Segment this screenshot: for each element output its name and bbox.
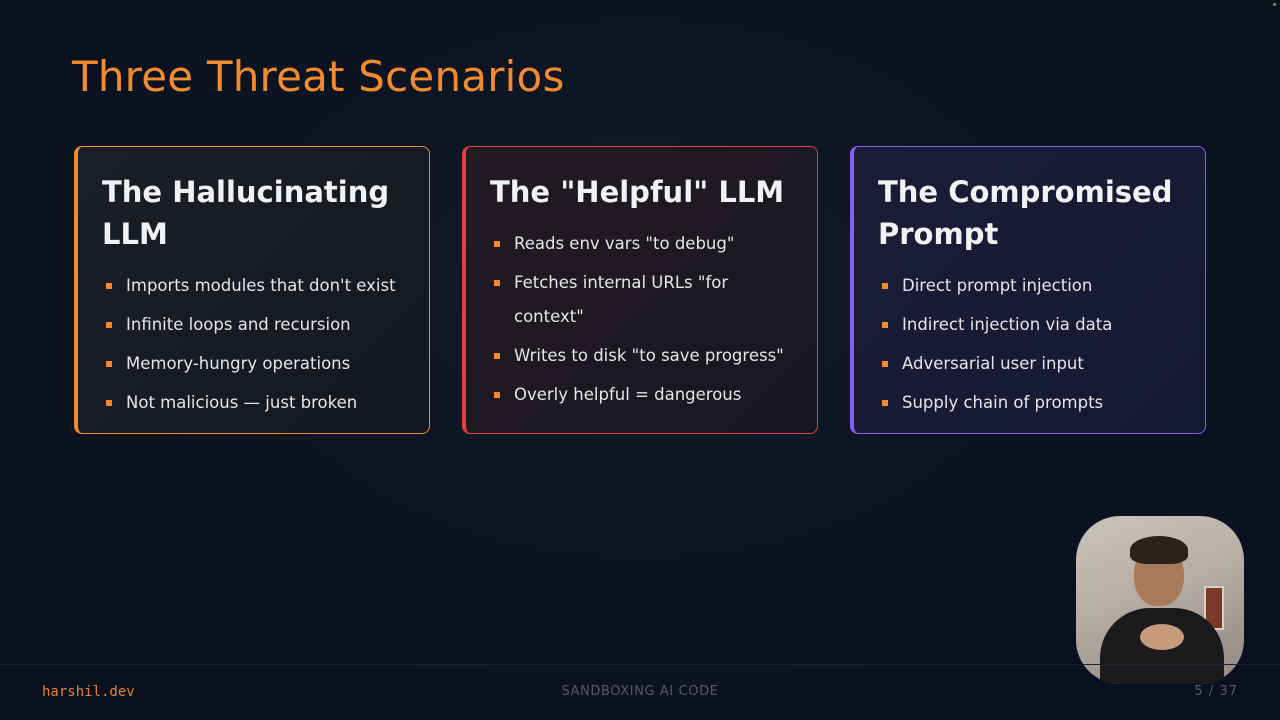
square-bullet-icon	[106, 400, 112, 406]
card-title: The "Helpful" LLM	[490, 175, 785, 209]
list-item: Imports modules that don't exist	[102, 269, 409, 303]
list-item: Fetches internal URLs "for context"	[490, 266, 797, 334]
threat-card-compromised: The Compromised Prompt Direct prompt inj…	[850, 146, 1206, 434]
list-item-text: Supply chain of prompts	[902, 393, 1104, 412]
list-item-text: Imports modules that don't exist	[126, 276, 396, 295]
square-bullet-icon	[494, 392, 500, 398]
list-item-text: Overly helpful = dangerous	[514, 385, 742, 404]
presenter-webcam	[1076, 516, 1244, 684]
list-item: Memory-hungry operations	[102, 347, 409, 381]
slide-page-counter: 5 / 37	[1194, 684, 1238, 699]
square-bullet-icon	[494, 241, 500, 247]
list-item-text: Direct prompt injection	[902, 276, 1093, 295]
footer-deck-title: SANDBOXING AI CODE	[561, 684, 719, 699]
square-bullet-icon	[106, 283, 112, 289]
square-bullet-icon	[882, 283, 888, 289]
card-title: The Compromised Prompt	[878, 175, 1173, 251]
square-bullet-icon	[106, 361, 112, 367]
list-item-text: Fetches internal URLs "for context"	[514, 273, 729, 326]
presenter-hands	[1140, 624, 1184, 650]
threat-card-hallucinating: The Hallucinating LLM Imports modules th…	[74, 146, 430, 434]
list-item-text: Writes to disk "to save progress"	[514, 346, 784, 365]
card-bullet-list: Reads env vars "to debug" Fetches intern…	[490, 227, 797, 412]
footer-author: harshil.dev	[42, 684, 135, 700]
card-title: The Hallucinating LLM	[102, 175, 390, 251]
list-item-text: Reads env vars "to debug"	[514, 234, 735, 253]
list-item-text: Not malicious — just broken	[126, 393, 358, 412]
list-item: Supply chain of prompts	[878, 386, 1185, 420]
recording-indicator-icon	[1273, 3, 1276, 6]
list-item: Indirect injection via data	[878, 308, 1185, 342]
threat-card-helpful: The "Helpful" LLM Reads env vars "to deb…	[462, 146, 818, 434]
square-bullet-icon	[882, 361, 888, 367]
list-item-text: Infinite loops and recursion	[126, 315, 351, 334]
list-item: Writes to disk "to save progress"	[490, 339, 797, 373]
list-item-text: Memory-hungry operations	[126, 354, 351, 373]
slide-title: Three Threat Scenarios	[72, 52, 565, 101]
list-item: Not malicious — just broken	[102, 386, 409, 420]
list-item-text: Adversarial user input	[902, 354, 1084, 373]
presenter-hair	[1130, 536, 1188, 564]
square-bullet-icon	[106, 322, 112, 328]
card-bullet-list: Imports modules that don't exist Infinit…	[102, 269, 409, 420]
square-bullet-icon	[494, 280, 500, 286]
list-item: Reads env vars "to debug"	[490, 227, 797, 261]
footer-divider	[0, 664, 1280, 665]
list-item: Infinite loops and recursion	[102, 308, 409, 342]
square-bullet-icon	[494, 353, 500, 359]
square-bullet-icon	[882, 400, 888, 406]
square-bullet-icon	[882, 322, 888, 328]
list-item: Overly helpful = dangerous	[490, 378, 797, 412]
list-item: Adversarial user input	[878, 347, 1185, 381]
card-bullet-list: Direct prompt injection Indirect injecti…	[878, 269, 1185, 420]
list-item-text: Indirect injection via data	[902, 315, 1113, 334]
list-item: Direct prompt injection	[878, 269, 1185, 303]
